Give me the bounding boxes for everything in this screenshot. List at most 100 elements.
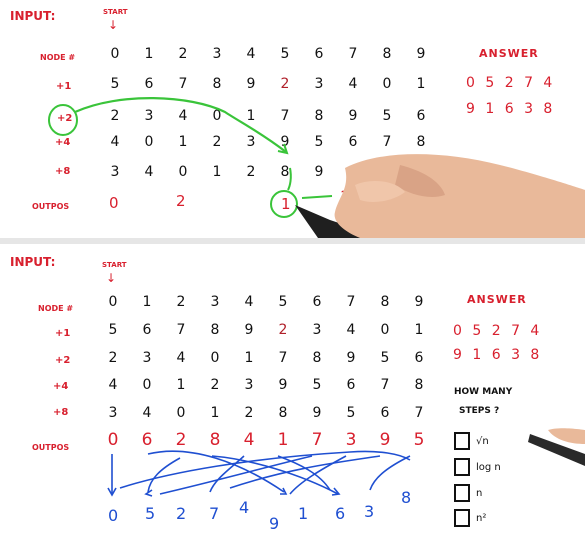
grid-cell: 4 — [144, 164, 154, 180]
grid-cell: 9 — [312, 405, 322, 421]
result-value: 7 — [209, 504, 220, 523]
grid-cell: 9 — [244, 322, 254, 338]
result-value: 1 — [298, 504, 309, 523]
grid-cell: 2 — [110, 108, 120, 124]
grid-cell: 4 — [108, 377, 118, 393]
row-label-plus4: +4 — [53, 381, 69, 392]
grid-cell: 3 — [110, 164, 120, 180]
grid-cell: 6 — [312, 294, 322, 310]
checkbox[interactable] — [454, 484, 470, 502]
grid-cell: 7 — [348, 46, 358, 62]
checkbox[interactable] — [454, 509, 470, 527]
grid-cell: 8 — [312, 350, 322, 366]
answer-line-1: 0 5 2 7 4 — [453, 323, 543, 339]
grid-cell: 3 — [108, 405, 118, 421]
grid-cell: 0 — [212, 108, 222, 124]
grid-cell: 9 — [348, 108, 358, 124]
grid-cell: 2 — [212, 134, 222, 150]
result-value: 2 — [176, 504, 187, 523]
step-option-log[interactable]: log n — [454, 458, 501, 476]
grid-cell: 6 — [144, 76, 154, 92]
result-value: 5 — [145, 504, 156, 523]
outpos-cell: 6 — [141, 430, 153, 450]
grid-cell red: 2 — [280, 76, 290, 92]
grid-cell: 3 — [246, 134, 256, 150]
how-many-label: HOW MANY — [454, 387, 513, 397]
answer-line-2: 9 1 6 3 8 — [466, 101, 556, 117]
step-option-n[interactable]: n — [454, 484, 482, 502]
grid-cell: 4 — [176, 350, 186, 366]
grid-cell: 0 — [144, 134, 154, 150]
grid-cell: 0 — [110, 46, 120, 62]
grid-cell: 3 — [210, 294, 220, 310]
grid-cell: 2 — [176, 294, 186, 310]
grid-cell: 3 — [244, 377, 254, 393]
grid-cell: 5 — [314, 134, 324, 150]
row-label-plus2: +2 — [55, 355, 71, 366]
row-label-plus1: +1 — [56, 81, 72, 92]
step-option-label: n — [476, 487, 483, 499]
grid-cell: 7 — [380, 377, 390, 393]
outpos-label: OUTPOS — [32, 443, 70, 452]
steps-label: STEPS ? — [459, 406, 500, 416]
top-frame: INPUT: START ↓ NODE # +1 +2 +4 +8 OUTPOS… — [0, 0, 585, 238]
grid-cell: 1 — [212, 164, 222, 180]
bottom-annotations — [107, 428, 585, 497]
grid-cell: 8 — [380, 294, 390, 310]
grid-cell: 6 — [346, 377, 356, 393]
outpos-cell: 1 — [277, 430, 289, 450]
grid-cell: 1 — [178, 134, 188, 150]
trace-path — [74, 97, 287, 153]
grid-cell: 2 — [108, 350, 118, 366]
grid-cell: 2 — [178, 46, 188, 62]
grid-cell: 2 — [244, 405, 254, 421]
grid-cell: 5 — [380, 350, 390, 366]
grid-cell: 9 — [314, 164, 324, 180]
grid-cell: 6 — [314, 46, 324, 62]
outpos-value: 1 — [281, 195, 291, 213]
grid-cell: 4 — [348, 76, 358, 92]
top-annotations — [48, 97, 585, 238]
result-value: 8 — [401, 488, 412, 507]
grid-cell: 8 — [280, 164, 290, 180]
grid-cell: 7 — [382, 134, 392, 150]
step-option-sqrt[interactable]: √n — [454, 432, 489, 450]
answer-label: ANSWER — [479, 47, 539, 60]
row-label-plus8: +8 — [55, 166, 71, 177]
step-option-n-squared[interactable]: n² — [454, 509, 486, 527]
grid-cell: 7 — [346, 294, 356, 310]
checkbox[interactable] — [454, 458, 470, 476]
grid-cell: 6 — [142, 322, 152, 338]
grid-cell: 2 — [278, 322, 288, 338]
pen-icon — [528, 428, 585, 466]
outpos-cell: 9 — [379, 430, 391, 450]
grid-cell: 7 — [280, 108, 290, 124]
grid-cell: 1 — [244, 350, 254, 366]
grid-cell: 0 — [382, 76, 392, 92]
grid-cell: 6 — [416, 108, 426, 124]
grid-cell: 7 — [278, 350, 288, 366]
step-option-label: log n — [476, 461, 501, 473]
grid-cell: 5 — [312, 377, 322, 393]
grid-cell: 0 — [380, 322, 390, 338]
grid-cell: 3 — [312, 322, 322, 338]
grid-cell: 5 — [346, 405, 356, 421]
checkbox[interactable] — [454, 432, 470, 450]
grid-cell: 1 — [246, 108, 256, 124]
grid-cell: 4 — [246, 46, 256, 62]
answer-line-1: 0 5 2 7 4 — [466, 75, 556, 91]
grid-cell: 4 — [244, 294, 254, 310]
grid-cell: 1 — [142, 294, 152, 310]
outpos-value: 2 — [176, 192, 186, 210]
grid-cell: 0 — [178, 164, 188, 180]
grid-cell: 0 — [176, 405, 186, 421]
answer-label: ANSWER — [467, 293, 527, 306]
